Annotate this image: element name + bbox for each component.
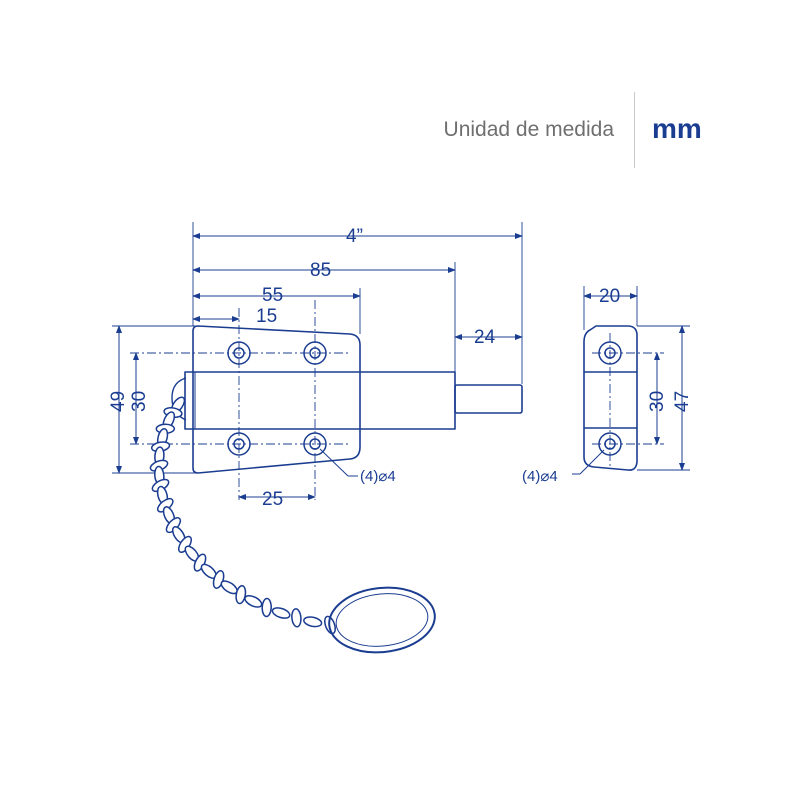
dim-label-85: 85 — [310, 260, 331, 281]
chain-link — [235, 584, 247, 605]
chain-link — [261, 597, 272, 618]
bolt-pin — [454, 384, 523, 414]
chain-link — [291, 608, 302, 628]
leader-holes-keeper — [579, 449, 605, 475]
header-divider — [634, 92, 635, 168]
leader-holes-main — [319, 448, 349, 477]
dim-label-30-keeper: 30 — [647, 391, 668, 412]
holes-callout-keeper: (4)⌀4 — [522, 468, 558, 485]
dim-label-overall: 4” — [346, 226, 363, 247]
dim-label-30-main: 30 — [129, 391, 150, 412]
dim-label-24: 24 — [474, 327, 496, 348]
holes-callout-main: (4)⌀4 — [360, 468, 396, 485]
dim-label-15: 15 — [256, 306, 277, 327]
chain-link — [303, 616, 323, 628]
chain — [149, 396, 336, 635]
bolt-housing — [184, 371, 456, 430]
latch-base-plate — [192, 325, 361, 474]
dim-label-20: 20 — [599, 286, 620, 307]
dim-label-49: 49 — [108, 391, 129, 412]
unit-value: mm — [652, 113, 702, 144]
dim-label-47: 47 — [672, 391, 693, 412]
pull-ring — [328, 586, 436, 654]
dim-label-25: 25 — [262, 489, 283, 510]
keeper-plate — [583, 325, 638, 471]
unit-label: Unidad de medida — [443, 118, 614, 141]
chain-link — [271, 607, 291, 619]
dim-label-55: 55 — [262, 285, 283, 306]
chain-link — [244, 595, 263, 608]
